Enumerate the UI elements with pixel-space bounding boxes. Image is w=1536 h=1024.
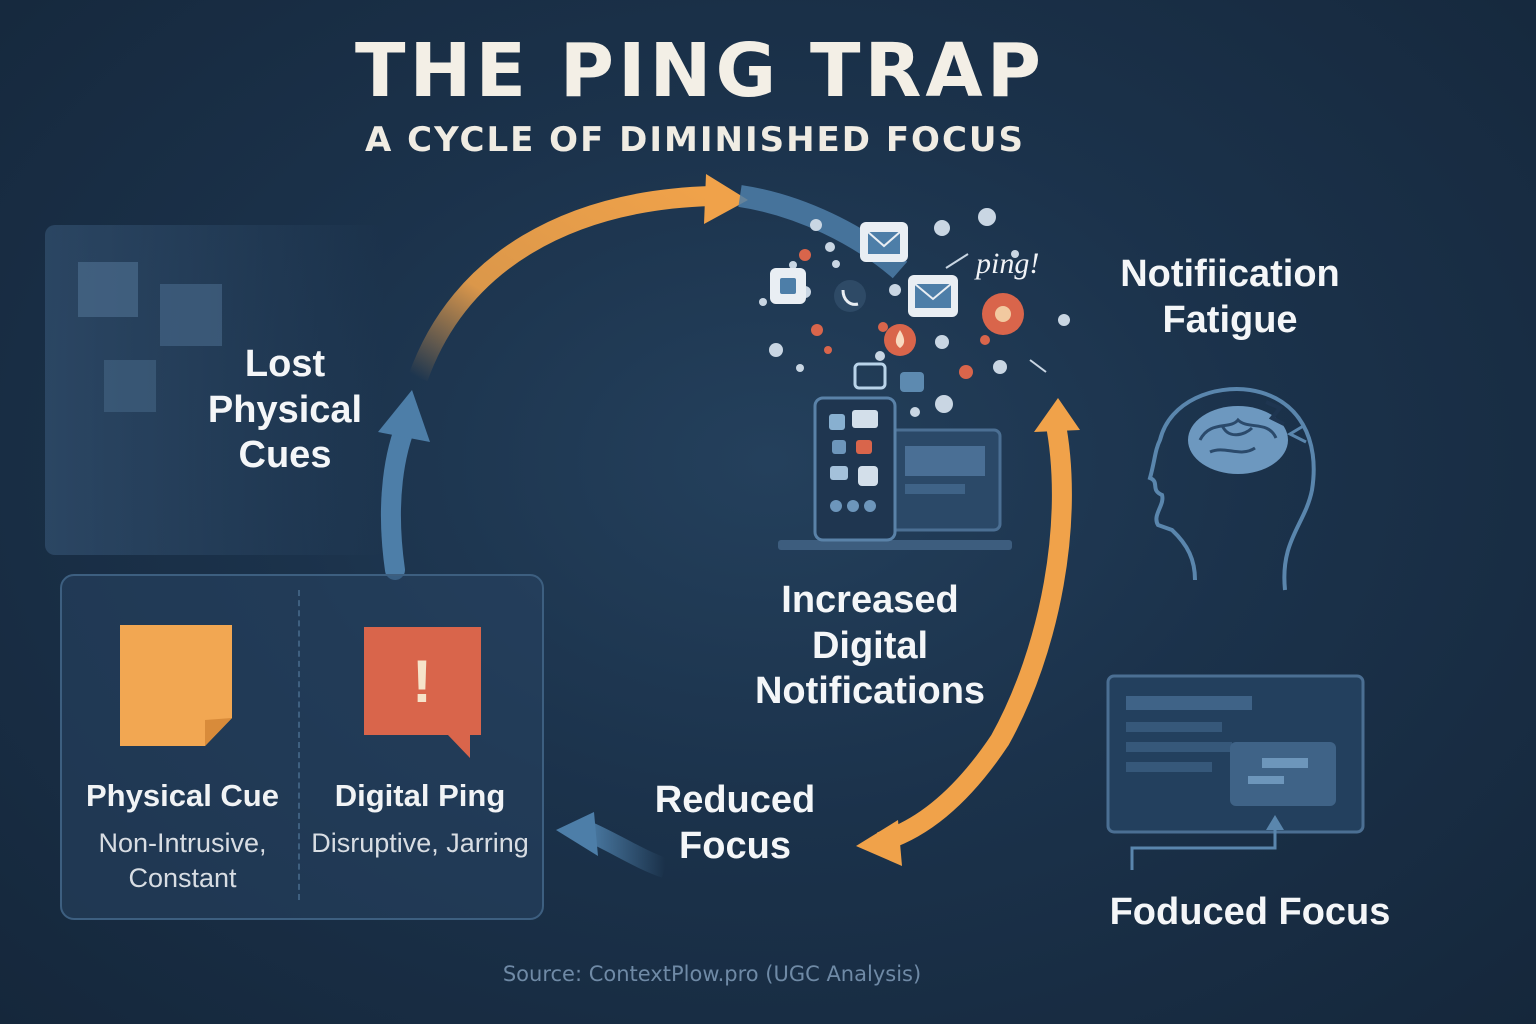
brain-icon [1188,406,1288,474]
ping-text: ping! [974,247,1039,280]
node-reduced-focus: Reduced Focus [654,779,816,867]
alert-symbol: ! [412,648,432,715]
arrow-head-blue-up [378,390,430,442]
arrow-right-down [876,418,1072,852]
arrow-head-orange-down [856,820,902,866]
arrow-head-blue-left [556,812,598,856]
node-focused-focus: Foduced Focus [1109,891,1391,933]
page-subtitle: A CYCLE OF DIMINISHED FOCUS [364,120,1026,160]
digital-ping-title: Digital Ping [334,778,506,813]
physical-cue-title: Physical Cue [86,778,279,813]
alert-bubble-icon: ! [364,627,481,758]
arrow-head-orange-top [704,174,748,224]
tablet-icon [813,396,897,542]
panel-divider [298,590,300,900]
arrow-head-orange-up [1034,398,1080,432]
chat-icon [853,362,887,390]
node-lost-physical-cues: Lost Physical Cues [207,343,363,477]
page-title: THE PING TRAP [355,28,1045,114]
app-icon-m [900,372,924,392]
node-increased-notifications: Increased Digital Notifications [754,579,986,713]
node-notification-fatigue: Notifiication Fatigue [1120,253,1340,341]
digital-ping-description: Disruptive, Jarring [311,828,529,858]
physical-cue-description: Non-Intrusive, Constant [98,828,267,894]
app-square-icon [770,268,806,304]
arrow-lost-to-top [408,186,713,382]
sticky-note-icon [120,625,232,746]
source-caption: Source: ContextPlow.pro (UGC Analysis) [502,962,922,986]
envelope-icon [860,222,908,262]
envelope-icon-large [908,275,958,317]
phone-icon [834,280,866,312]
